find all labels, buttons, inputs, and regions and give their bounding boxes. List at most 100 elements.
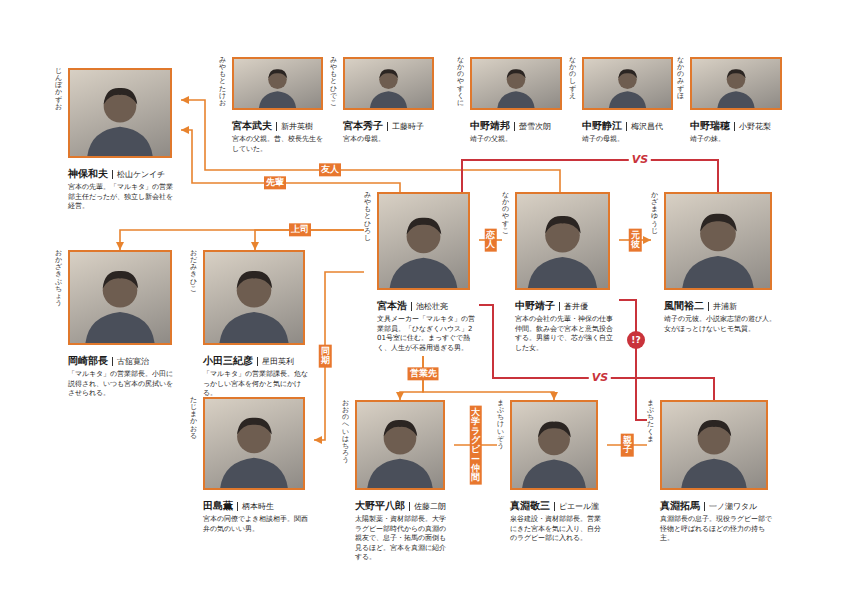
character-name: 大野平八郎 [355, 500, 405, 511]
name-row: 真淵敬三ピエール瀧 [510, 494, 604, 513]
character-description: 宮本の同僚でよき相談相手。関西弁の気のいい男。 [203, 515, 311, 534]
relation-label: 元彼 [629, 229, 642, 252]
relation-label: 友人 [319, 163, 341, 176]
actor-name: 小野花梨 [734, 122, 771, 131]
actor-name: 井浦新 [708, 302, 737, 311]
portrait-silhouette [692, 59, 780, 108]
actor-name: 古舘寛治 [112, 357, 149, 366]
silhouette-body [259, 91, 296, 108]
portrait-photo [355, 400, 445, 490]
character-description: 泉谷建設・資材部部長。営業にきた宮本を気に入り、自分のラグビー部に入れる。 [510, 515, 604, 543]
portrait-silhouette [666, 194, 770, 288]
actor-name: 池松壮亮 [411, 302, 448, 311]
portrait-silhouette [234, 59, 321, 108]
name-row: 田島薫柄本時生 [203, 494, 311, 513]
relation-label: 営業先 [408, 367, 439, 380]
silhouette-body [528, 257, 597, 288]
character-name: 田島薫 [203, 500, 233, 511]
actor-name: 蒼井優 [559, 302, 588, 311]
portrait-photo [343, 57, 434, 110]
actor-name: 梅沢昌代 [626, 122, 663, 131]
portrait-silhouette [205, 399, 303, 488]
character-name: 神保和夫 [68, 168, 108, 179]
silhouette-body [497, 91, 534, 108]
character-name: 風間裕二 [664, 300, 704, 311]
relation-line [181, 100, 560, 192]
silhouette-body [219, 312, 288, 343]
relation-label: VS [589, 372, 611, 384]
silhouette-hair [237, 418, 272, 435]
name-reading: じんぼかずお [55, 68, 62, 111]
actor-name: 柄本時生 [237, 502, 274, 511]
relation-line [120, 230, 364, 250]
name-row: 真淵拓馬一ノ瀬ワタル [660, 494, 774, 513]
character-card: おだみきひこ小田三紀彦星田英利「マルキタ」の営業部課長。危なっかしい宮本を何かと… [190, 250, 314, 402]
character-description: 靖子の母親。 [582, 135, 679, 144]
portrait-photo [664, 192, 772, 290]
relation-label: 大学ラグビー仲間 [469, 406, 482, 485]
silhouette-body [85, 312, 154, 343]
name-row: 中野静江梅沢昌代 [582, 114, 679, 133]
silhouette-body [87, 127, 152, 156]
portrait-photo [690, 57, 782, 110]
portrait-photo [470, 57, 562, 110]
character-description: 靖子の父親。 [470, 135, 568, 144]
name-row: 宮本浩池松壮亮 [377, 294, 476, 313]
character-name: 真淵拓馬 [660, 500, 700, 511]
actor-name: 佐藤二朗 [409, 502, 446, 511]
name-reading: みやもとひろし [364, 192, 371, 242]
relation-label: 上司 [289, 223, 311, 236]
portrait-silhouette [379, 194, 468, 288]
actor-name: 松山ケンイチ [112, 170, 165, 179]
character-description: 「マルキタ」の営業部長。小田に説得され、いつも宮本の尻拭いをさせられる。 [68, 370, 178, 398]
character-description: 「マルキタ」の営業部課長。危なっかしい宮本を何かと気にかける。 [203, 370, 311, 398]
portrait-photo [68, 68, 172, 158]
silhouette-body [390, 258, 458, 288]
portrait-silhouette [512, 402, 596, 488]
portrait-photo [232, 57, 323, 110]
name-row: 中野靖子蒼井優 [515, 294, 616, 313]
portrait-photo [582, 57, 673, 110]
name-reading: おかざきぶちょう [55, 250, 62, 307]
character-card: おかざきぶちょう岡崎部長古舘寛治「マルキタ」の営業部長。小田に説得され、いつも宮… [55, 250, 181, 402]
portrait-silhouette [205, 252, 303, 343]
silhouette-hair [407, 218, 442, 235]
character-card: みやもとたけお宮本武夫新井英樹宮本の父親。昔、校長先生をしていた。 [219, 57, 332, 157]
character-name: 岡崎部長 [68, 355, 108, 366]
relation-line [462, 160, 718, 192]
character-name: 中野瑞穂 [690, 120, 730, 131]
name-reading: まぶちけいぞう [497, 400, 504, 450]
name-reading: かざまゆうじ [651, 192, 658, 235]
character-description: 文具メーカー「マルキタ」の営業部員。「ひなぎくハウス」201号室に住む。まっすぐ… [377, 315, 476, 353]
character-description: 靖子の元彼。小説家志望の遊び人。女がほっとけないヒモ気質。 [664, 315, 778, 334]
character-card: なかのやすこ中野靖子蒼井優宮本の会社の先輩・神保の仕事仲間。飲み会で宮本と意気投… [502, 192, 619, 356]
silhouette-body [682, 256, 753, 288]
actor-name: ピエール瀧 [554, 502, 599, 511]
character-description: 宮本の父親。昔、校長先生をしていた。 [232, 135, 329, 154]
silhouette-hair [104, 88, 138, 104]
character-card: まぶちたくま真淵拓馬一ノ瀬ワタル真淵部長の息子。現役ラグビー部で怪物と呼ばれるほ… [647, 400, 777, 547]
name-row: 宮本武夫新井英樹 [232, 114, 329, 133]
character-name: 中野静江 [582, 120, 622, 131]
silhouette-hair [727, 69, 746, 78]
character-card: じんぼかずお神保和夫松山ケンイチ宮本の先輩。「マルキタ」の営業部主任だったが、独… [55, 68, 181, 215]
silhouette-body [717, 91, 754, 108]
character-description: 真淵部長の息子。現役ラグビー部で怪物と呼ばれるほどの怪力の持ち主。 [660, 515, 774, 543]
silhouette-hair [700, 214, 737, 232]
name-row: 神保和夫松山ケンイチ [68, 162, 178, 181]
character-name: 真淵敬三 [510, 500, 550, 511]
silhouette-hair [545, 216, 580, 233]
portrait-silhouette [70, 70, 170, 156]
name-row: 小田三紀彦星田英利 [203, 349, 311, 368]
name-reading: みやもとたけお [219, 57, 226, 107]
character-name: 中野靖邦 [470, 120, 510, 131]
name-reading: みやもとひでこ [330, 57, 337, 107]
character-card: かざまゆうじ風間裕二井浦新靖子の元彼。小説家志望の遊び人。女がほっとけないヒモ気… [651, 192, 781, 337]
character-card: おおのへいはちろう大野平八郎佐藤二朗太陽製薬・資材部部長。大学ラグビー部時代から… [342, 400, 454, 565]
portrait-photo [515, 192, 610, 290]
portrait-photo [660, 400, 768, 490]
relation-label: VS [629, 154, 651, 166]
name-reading: なかのやすこ [502, 192, 509, 235]
portrait-photo [203, 250, 305, 345]
portrait-silhouette [357, 402, 443, 488]
